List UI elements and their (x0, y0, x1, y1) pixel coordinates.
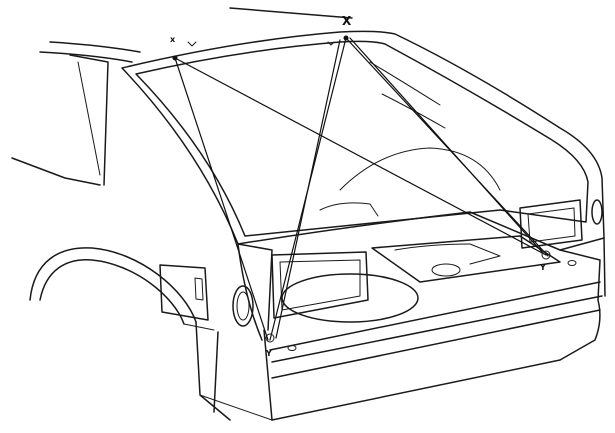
diagonal-x-left-to-y-left (174, 57, 269, 341)
body-side-outline (11, 54, 231, 421)
diagonal-x-top-to-y-left-b (275, 39, 341, 339)
point-y-right (541, 250, 551, 260)
measuring-points (172, 35, 551, 343)
point-x-top (343, 35, 349, 41)
diagonal-x-left-to-y-right (174, 57, 547, 256)
diagonal-x-top-to-y-right-b (349, 37, 543, 253)
side-marker-lamp (159, 264, 209, 321)
label-x-top: X (342, 14, 352, 28)
roof-outline (39, 7, 353, 63)
point-labels: x X Y Y (170, 14, 546, 358)
point-x-left (172, 55, 178, 61)
hatch-glass (121, 30, 605, 251)
label-y-right: Y (539, 263, 546, 272)
point-y-left (265, 333, 275, 343)
cargo-floor (281, 235, 561, 323)
label-y-left: Y (265, 349, 272, 358)
label-x-left: x (170, 35, 176, 44)
measurement-lines (174, 37, 549, 341)
rear-bumper (199, 260, 603, 421)
